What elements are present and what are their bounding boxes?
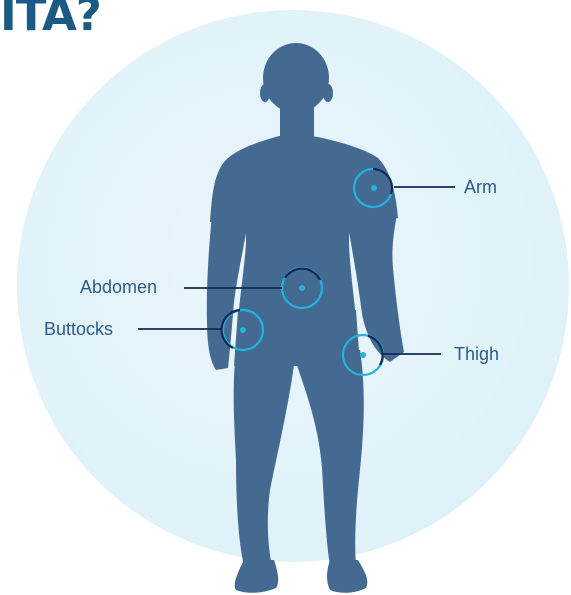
buttocks-label: Buttocks [44,320,113,338]
abdomen-label: Abdomen [80,278,157,296]
thigh-label: Thigh [454,345,499,363]
human-silhouette [207,43,404,593]
arm-label: Arm [464,178,497,196]
